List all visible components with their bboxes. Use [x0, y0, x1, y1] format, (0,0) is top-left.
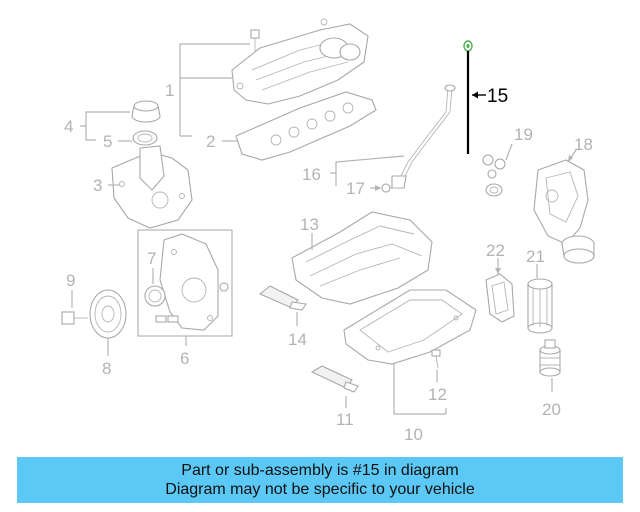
- part-13-lower-block[interactable]: [291, 211, 433, 305]
- part-6-timing-cover-lower[interactable]: [155, 233, 229, 331]
- part-18-oil-filter-housing[interactable]: [533, 159, 595, 264]
- part-1-bolt[interactable]: [250, 29, 260, 52]
- part-10-oil-pan[interactable]: [343, 289, 477, 365]
- exploded-parts-diagram: 1 2 3 4 5: [61, 18, 595, 444]
- callout-7: 7: [147, 249, 156, 268]
- callout-15: 15: [487, 86, 508, 107]
- part-20-filter-element[interactable]: [539, 339, 561, 377]
- callout-4: 4: [64, 117, 73, 136]
- callout-3: 3: [93, 176, 102, 195]
- part-16-dipstick-tube[interactable]: [391, 84, 456, 189]
- part-11-sealant-tube[interactable]: [310, 365, 359, 393]
- part-8-crank-pulley[interactable]: [89, 289, 127, 339]
- part-5-seal[interactable]: [132, 130, 158, 146]
- callout-16: 16: [302, 165, 321, 184]
- callout-9: 9: [66, 271, 75, 290]
- callout-10: 10: [404, 425, 423, 444]
- callout-19: 19: [514, 125, 533, 144]
- callout-8: 8: [102, 359, 111, 378]
- callout-17: 17: [346, 179, 365, 198]
- callout-14: 14: [288, 330, 307, 349]
- callout-20: 20: [542, 400, 561, 419]
- part-14-sealant-tube[interactable]: [258, 285, 307, 311]
- info-banner: Part or sub-assembly is #15 in diagram D…: [17, 457, 623, 503]
- callout-2: 2: [206, 132, 215, 151]
- callout-22: 22: [486, 241, 505, 260]
- part-22-cover[interactable]: [485, 273, 515, 323]
- callout-11: 11: [336, 410, 354, 429]
- part-15-oil-dipstick[interactable]: [463, 40, 473, 154]
- callout-5: 5: [103, 132, 112, 151]
- callout-6: 6: [180, 349, 189, 368]
- banner-line-2: Diagram may not be specific to your vehi…: [165, 481, 475, 498]
- callout-13: 13: [300, 215, 319, 234]
- part-17-bolt[interactable]: [381, 183, 398, 193]
- callout-18: 18: [574, 135, 593, 154]
- callout-21: 21: [526, 247, 545, 266]
- callout-1: 1: [165, 81, 174, 100]
- part-19-seals[interactable]: [482, 154, 506, 197]
- part-12-drain-plug[interactable]: [431, 349, 441, 369]
- banner-line-1: Part or sub-assembly is #15 in diagram: [181, 462, 459, 479]
- callout-12: 12: [428, 385, 447, 404]
- part-9-crank-bolt[interactable]: [61, 311, 88, 325]
- part-21-oil-filter[interactable]: [527, 278, 553, 334]
- part-2-gasket[interactable]: [235, 91, 377, 161]
- part-7-crank-seal[interactable]: [144, 285, 166, 307]
- part-4-oil-filler-cap[interactable]: [131, 100, 161, 123]
- part-3-timing-cover[interactable]: [111, 145, 193, 229]
- part-1-valve-cover[interactable]: [231, 18, 369, 105]
